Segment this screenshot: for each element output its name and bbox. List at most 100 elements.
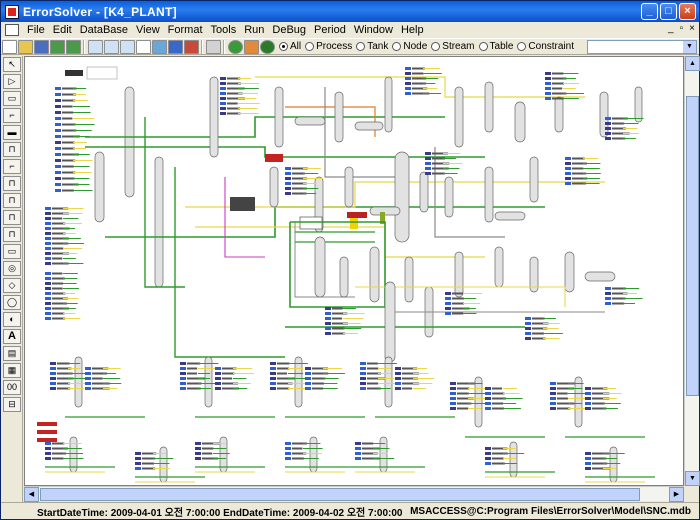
menu-format[interactable]: Format <box>167 24 203 36</box>
pump-tool-icon[interactable]: ◐ <box>3 312 21 327</box>
menu-database[interactable]: DataBase <box>79 24 129 36</box>
scroll-left-icon[interactable]: ◀ <box>24 487 39 502</box>
step-tool-icon[interactable]: ⊓ <box>3 176 21 191</box>
elbow-tool-icon[interactable]: ⊓ <box>3 142 21 157</box>
radio-node[interactable] <box>392 42 402 51</box>
filter-table[interactable]: Table <box>478 41 513 52</box>
minus-tool-icon[interactable]: ⊟ <box>3 397 21 412</box>
horizontal-scrollbar[interactable]: ◀ ▶ <box>24 486 684 502</box>
zoom-in-icon[interactable] <box>88 39 103 54</box>
value-tool-icon[interactable]: 00 <box>3 380 21 395</box>
undo-icon[interactable] <box>50 39 65 54</box>
process-column <box>474 376 483 428</box>
menu-view[interactable]: View <box>136 24 160 36</box>
tag-block <box>220 102 226 105</box>
view-icon[interactable] <box>152 39 167 54</box>
menu-file[interactable]: File <box>27 24 45 36</box>
line-tool-icon[interactable]: ⌐ <box>3 108 21 123</box>
radio-table[interactable] <box>478 42 488 51</box>
vertical-scrollbar[interactable]: ▲ ▼ <box>684 56 700 486</box>
tag-block <box>432 162 450 165</box>
grid-tool-icon[interactable]: ▦ <box>3 363 21 378</box>
mdi-close-button[interactable]: × <box>689 23 695 34</box>
zoom-out-icon[interactable] <box>104 39 119 54</box>
select-tool-icon[interactable]: ↖ <box>3 57 21 72</box>
menu-debug[interactable]: DeBug <box>272 24 307 36</box>
process-column <box>209 76 219 158</box>
menu-window[interactable]: Window <box>353 24 393 36</box>
grid-icon[interactable] <box>136 39 151 54</box>
chart-icon[interactable] <box>184 39 199 54</box>
scroll-up-icon[interactable]: ▲ <box>685 56 700 71</box>
tag-block <box>550 397 556 400</box>
zoom-fit-icon[interactable] <box>120 39 135 54</box>
radio-all[interactable] <box>279 42 288 51</box>
filter-all[interactable]: All <box>279 41 301 52</box>
radio-constraint[interactable] <box>517 42 527 51</box>
process-flow-diagram[interactable] <box>25 57 684 486</box>
text-tool-icon[interactable]: A <box>3 329 21 344</box>
menu-run[interactable]: Run <box>244 24 265 36</box>
radio-process[interactable] <box>305 42 315 51</box>
node-tool-icon[interactable]: ◇ <box>3 278 21 293</box>
tag-block <box>222 372 235 375</box>
tag-block <box>402 382 419 385</box>
redo-icon[interactable] <box>66 39 81 54</box>
minimize-button[interactable]: _ <box>641 3 658 20</box>
app-icon[interactable] <box>5 4 19 19</box>
chevron-down-icon[interactable]: ▼ <box>683 41 696 53</box>
object-combo[interactable]: ▼ <box>587 40 697 54</box>
menu-tools[interactable]: Tools <box>210 24 237 36</box>
scroll-right-icon[interactable]: ▶ <box>669 487 684 502</box>
tag-block <box>405 72 411 75</box>
scroll-down-icon[interactable]: ▼ <box>685 471 700 486</box>
diagram-canvas[interactable] <box>24 56 684 486</box>
open-folder-icon[interactable] <box>18 39 33 54</box>
filter-stream[interactable]: Stream <box>431 41 475 52</box>
horizontal-scroll-thumb[interactable] <box>40 488 640 501</box>
tag-block <box>195 452 201 455</box>
filter-tank[interactable]: Tank <box>356 41 388 52</box>
mdi-minimize-button[interactable]: _ <box>668 23 674 34</box>
tag-block <box>55 99 61 102</box>
tag-block <box>45 272 51 275</box>
pointer-tool-icon[interactable]: ▷ <box>3 74 21 89</box>
save-icon[interactable] <box>34 39 49 54</box>
tag-block <box>592 387 608 390</box>
maximize-button[interactable]: □ <box>660 3 677 20</box>
new-file-icon[interactable] <box>2 39 17 54</box>
run-icon[interactable] <box>228 39 243 54</box>
bar-tool-icon[interactable]: ▬ <box>3 125 21 140</box>
connector-tool-icon[interactable]: ⌐ <box>3 159 21 174</box>
play-icon[interactable] <box>260 39 275 54</box>
menu-period[interactable]: Period <box>314 24 346 36</box>
radio-tank[interactable] <box>356 42 366 51</box>
mdi-restore-button[interactable]: ▫ <box>679 23 684 34</box>
properties-icon[interactable] <box>206 39 221 54</box>
settings-icon[interactable] <box>244 39 259 54</box>
step2-tool-icon[interactable]: ⊓ <box>3 193 21 208</box>
tag-block <box>45 227 51 230</box>
menu-edit[interactable]: Edit <box>52 24 72 36</box>
table-tool-icon[interactable]: ▤ <box>3 346 21 361</box>
document-icon[interactable] <box>5 24 19 36</box>
database-icon[interactable] <box>168 39 183 54</box>
box-tool-icon[interactable]: ▭ <box>3 244 21 259</box>
filter-process[interactable]: Process <box>305 41 352 52</box>
tag-block <box>592 392 610 395</box>
close-button[interactable]: × <box>679 3 696 20</box>
radio-stream[interactable] <box>431 42 441 51</box>
step3-tool-icon[interactable]: ⊓ <box>3 210 21 225</box>
rect-tool-icon[interactable]: ▭ <box>3 91 21 106</box>
tag-block <box>55 117 61 120</box>
filter-constraint[interactable]: Constraint <box>517 41 574 52</box>
step4-tool-icon[interactable]: ⊓ <box>3 227 21 242</box>
tank-tool-icon[interactable]: ◯ <box>3 295 21 310</box>
valve-tool-icon[interactable]: ◎ <box>3 261 21 276</box>
filter-node[interactable]: Node <box>392 41 427 52</box>
menu-help[interactable]: Help <box>400 24 424 36</box>
tag-block <box>552 97 564 100</box>
vertical-scroll-thumb[interactable] <box>686 96 699 396</box>
tag-block <box>180 387 186 390</box>
title-bar[interactable]: ErrorSolver - [K4_PLANT] _ □ × <box>1 1 699 22</box>
